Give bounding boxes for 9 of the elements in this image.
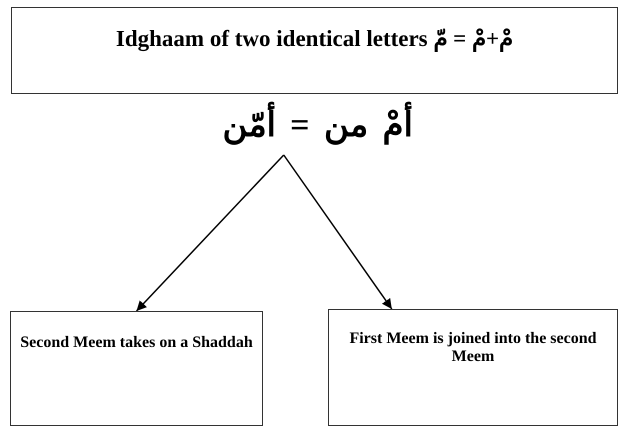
arabic-text: أمْ من = أمّن <box>205 104 430 145</box>
arrow <box>283 154 392 310</box>
result-box <box>328 309 618 426</box>
box-text: Second Meem takes on a Shaddah <box>19 334 254 352</box>
arrow <box>136 154 284 312</box>
title-text: Idghaam of two identical letters مْ+مْ = مّ <box>114 25 514 52</box>
result-box <box>10 311 263 426</box>
box-text: First Meem is joined into the second Meem <box>348 330 598 366</box>
title-box <box>11 7 618 94</box>
